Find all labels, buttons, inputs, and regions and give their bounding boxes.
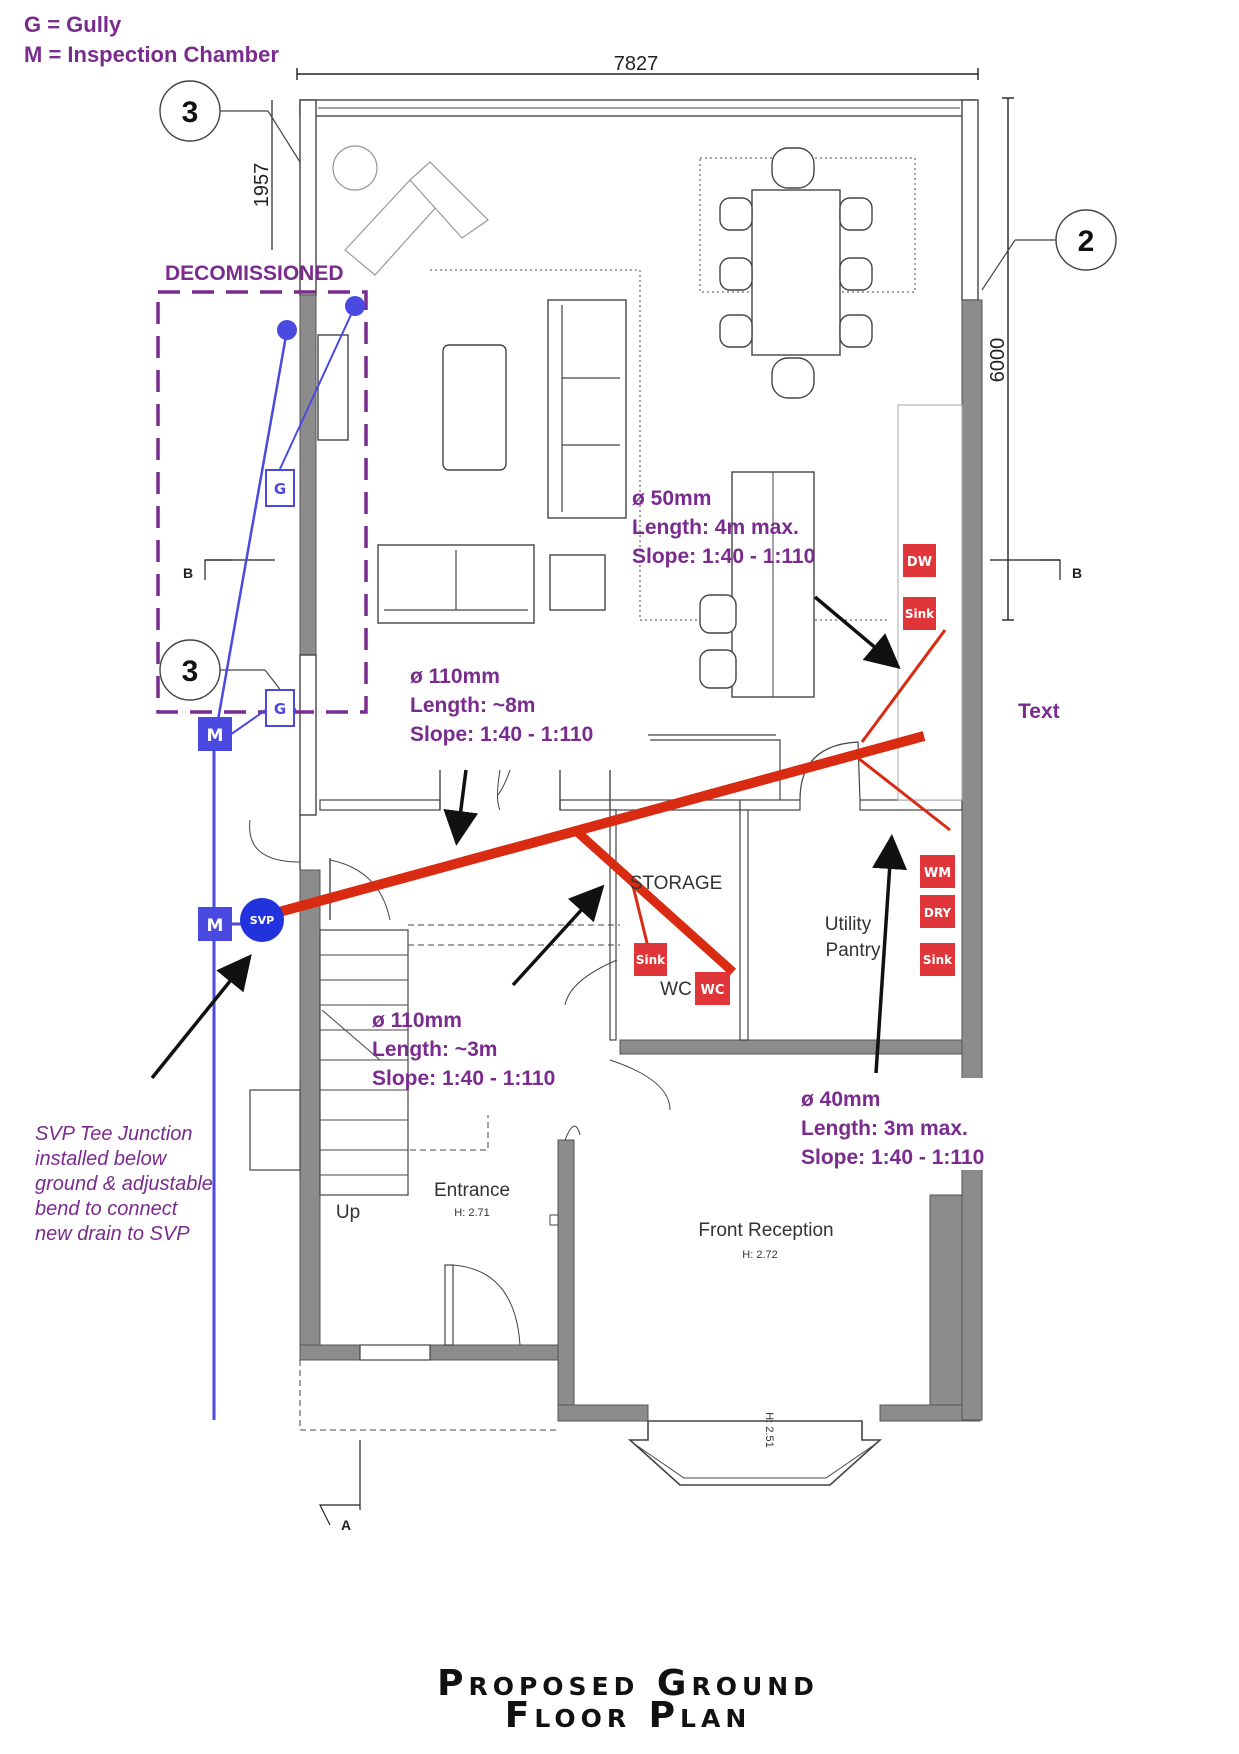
svg-text:DW: DW bbox=[907, 555, 932, 570]
svg-text:B: B bbox=[183, 565, 193, 581]
annotation-arrows bbox=[150, 595, 908, 1080]
svg-text:M: M bbox=[207, 726, 224, 746]
svg-text:Slope: 1:40 - 1:110: Slope: 1:40 - 1:110 bbox=[801, 1146, 984, 1169]
svg-text:Length: 3m max.: Length: 3m max. bbox=[801, 1117, 968, 1140]
pipe-note-40mm: ø 40mm Length: 3m max. Slope: 1:40 - 1:1… bbox=[801, 1088, 984, 1169]
stair-up-label: Up bbox=[336, 1202, 360, 1223]
plan-title-line1: Proposed Ground bbox=[437, 1663, 819, 1704]
svg-text:WC: WC bbox=[701, 983, 725, 998]
svg-text:Slope: 1:40 - 1:110: Slope: 1:40 - 1:110 bbox=[372, 1067, 555, 1090]
inspection-chamber-2: M bbox=[198, 907, 232, 941]
svg-text:ø 110mm: ø 110mm bbox=[410, 665, 500, 688]
svg-text:new drain to SVP: new drain to SVP bbox=[35, 1223, 190, 1245]
legend-inspection-chamber: M = Inspection Chamber bbox=[24, 42, 279, 67]
svg-text:3: 3 bbox=[182, 655, 199, 688]
decommissioned-label: DECOMISSIONED bbox=[165, 262, 344, 285]
pipe-note-50mm: ø 50mm Length: 4m max. Slope: 1:40 - 1:1… bbox=[632, 487, 815, 568]
section-mark-b-right: B bbox=[990, 559, 1082, 581]
side-dimension: 1957 bbox=[251, 100, 273, 250]
svg-text:A: A bbox=[341, 1517, 351, 1533]
svg-text:Slope: 1:40 - 1:110: Slope: 1:40 - 1:110 bbox=[632, 545, 815, 568]
svg-text:SVP Tee Junction: SVP Tee Junction bbox=[35, 1123, 193, 1145]
svg-text:bend to connect: bend to connect bbox=[35, 1198, 179, 1220]
svg-text:2: 2 bbox=[1078, 225, 1095, 258]
decommissioned-drain-point bbox=[345, 296, 365, 316]
svg-text:Length: ~8m: Length: ~8m bbox=[410, 694, 535, 717]
room-storage-label: STORAGE bbox=[630, 873, 723, 894]
room-utility-label: Utility bbox=[825, 914, 872, 935]
svg-text:DRY: DRY bbox=[924, 906, 952, 920]
room-entrance-height: H: 2.71 bbox=[454, 1207, 489, 1219]
svp-note: SVP Tee Junction installed below ground … bbox=[35, 1123, 213, 1245]
staircase: Up bbox=[319, 929, 409, 1223]
svg-text:Slope: 1:40 - 1:110: Slope: 1:40 - 1:110 bbox=[410, 723, 593, 746]
svg-text:ø 110mm: ø 110mm bbox=[372, 1009, 462, 1032]
svg-text:G: G bbox=[274, 480, 286, 498]
text-label: Text bbox=[1018, 700, 1060, 723]
pipe-note-110mm-main: ø 110mm Length: ~8m Slope: 1:40 - 1:110 bbox=[410, 665, 593, 746]
side-dimension-label: 1957 bbox=[251, 163, 273, 208]
inspection-chamber-1: M bbox=[198, 717, 232, 751]
room-pantry-label: Pantry bbox=[826, 940, 881, 961]
fixture-washing-machine: WM bbox=[920, 855, 955, 888]
depth-dimension-label: 6000 bbox=[987, 338, 1009, 383]
decommissioned-drain-point bbox=[277, 320, 297, 340]
svg-text:Sink: Sink bbox=[636, 953, 666, 967]
svg-text:M: M bbox=[207, 916, 224, 936]
fixture-kitchen-sink: Sink bbox=[903, 597, 936, 630]
svg-text:WM: WM bbox=[924, 866, 951, 881]
width-dimension-label: 7827 bbox=[614, 53, 659, 75]
svg-text:ground & adjustable: ground & adjustable bbox=[35, 1173, 213, 1195]
fixture-utility-sink: Sink bbox=[920, 943, 955, 976]
svg-text:G: G bbox=[274, 700, 286, 718]
section-mark-b-left: B bbox=[183, 559, 275, 581]
svg-text:Length: ~3m: Length: ~3m bbox=[372, 1038, 497, 1061]
fixture-dryer: DRY bbox=[920, 895, 955, 928]
plan-title-line2: Floor Plan bbox=[505, 1695, 752, 1736]
svg-text:installed below: installed below bbox=[35, 1148, 168, 1170]
room-wc-label: WC bbox=[660, 979, 692, 1000]
room-front-reception-height: H: 2.72 bbox=[742, 1249, 777, 1261]
svg-text:3: 3 bbox=[182, 96, 199, 129]
gully-2: G bbox=[265, 689, 295, 727]
svg-text:Length: 4m max.: Length: 4m max. bbox=[632, 516, 799, 539]
room-entrance-label: Entrance bbox=[434, 1180, 510, 1201]
svg-text:Sink: Sink bbox=[905, 607, 935, 621]
pipe-note-110mm-branch: ø 110mm Length: ~3m Slope: 1:40 - 1:110 bbox=[372, 1009, 555, 1090]
legend-gully: G = Gully bbox=[24, 12, 122, 37]
fixture-wc: WC bbox=[695, 972, 730, 1005]
depth-dimension: 6000 bbox=[987, 97, 1014, 621]
fixture-dishwasher: DW bbox=[903, 544, 936, 577]
gully-1: G bbox=[265, 469, 295, 507]
svg-text:SVP: SVP bbox=[250, 914, 275, 927]
svg-text:ø 50mm: ø 50mm bbox=[632, 487, 711, 510]
svg-text:Sink: Sink bbox=[923, 953, 953, 967]
svg-text:B: B bbox=[1072, 565, 1082, 581]
width-dimension: 7827 bbox=[296, 53, 979, 80]
svg-text:ø 40mm: ø 40mm bbox=[801, 1088, 880, 1111]
fixture-wc-sink: Sink bbox=[634, 943, 667, 976]
proposed-drainage bbox=[266, 629, 951, 976]
room-front-reception-label: Front Reception bbox=[698, 1220, 833, 1241]
callout-3-top: 3 bbox=[159, 80, 301, 163]
existing-drainage bbox=[212, 296, 365, 1420]
bay-height: H: 2.51 bbox=[763, 1412, 775, 1447]
callout-2: 2 bbox=[981, 209, 1117, 291]
section-mark-a: A bbox=[319, 1440, 361, 1533]
svp-stack: SVP bbox=[240, 898, 284, 942]
